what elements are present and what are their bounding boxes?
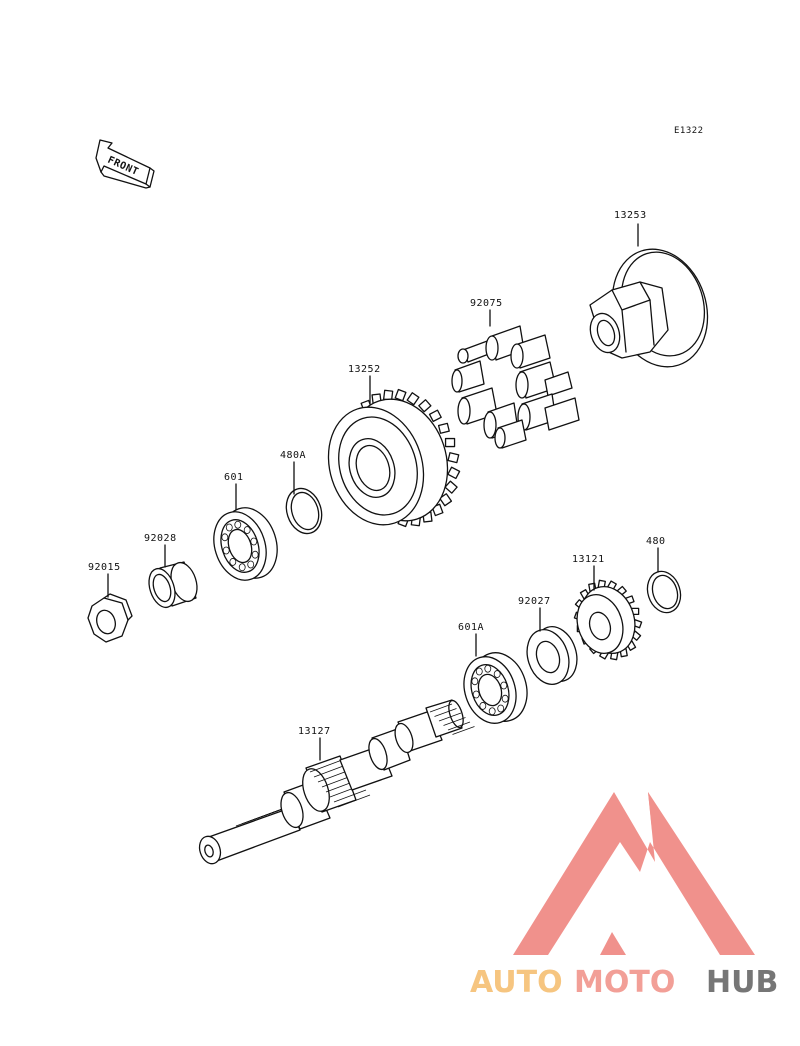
reference-code: E1322 — [674, 126, 704, 136]
part-92027 — [526, 607, 578, 685]
part-13127 — [198, 699, 475, 865]
label-601: 601 — [224, 472, 244, 483]
label-601A: 601A — [458, 622, 484, 633]
label-92015: 92015 — [88, 562, 121, 573]
part-13121 — [573, 565, 643, 661]
label-480A: 480A — [280, 450, 306, 461]
part-601A — [463, 633, 528, 724]
label-92028: 92028 — [144, 533, 177, 544]
part-480 — [646, 547, 682, 614]
label-480: 480 — [646, 536, 666, 547]
front-arrow-icon: FRONT — [95, 139, 155, 189]
automotohub-logo: AUTO MOTO HUB — [470, 792, 778, 1000]
label-13127: 13127 — [298, 726, 331, 737]
brand-auto: AUTO — [470, 965, 563, 1000]
part-92028 — [148, 544, 198, 609]
part-92075 — [451, 309, 580, 449]
part-601 — [213, 483, 278, 581]
brand-hub: HUB — [706, 965, 778, 1000]
label-92027: 92027 — [518, 596, 551, 607]
label-13253: 13253 — [614, 210, 647, 221]
part-13253 — [589, 223, 709, 368]
label-13121: 13121 — [572, 554, 605, 565]
brand-moto: MOTO — [574, 965, 675, 1000]
part-13252 — [327, 375, 461, 528]
part-92015 — [87, 573, 133, 643]
part-480A — [285, 461, 323, 535]
label-92075: 92075 — [470, 298, 503, 309]
label-13252: 13252 — [348, 364, 381, 375]
